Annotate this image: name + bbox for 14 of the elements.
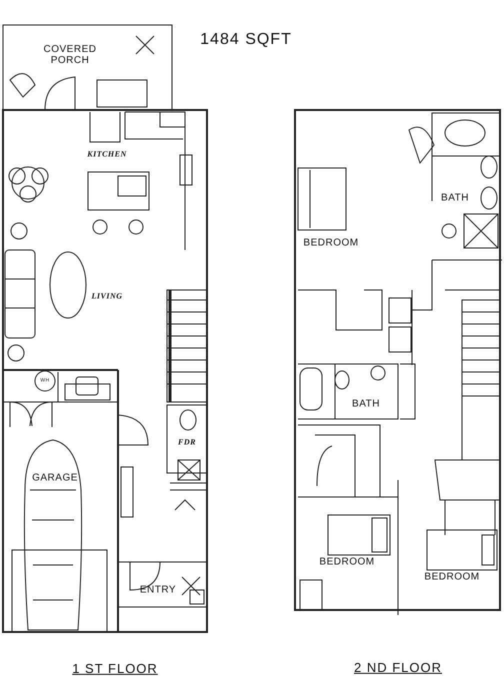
room-label: BATH [441, 192, 469, 204]
room-label: BEDROOM [303, 238, 359, 248]
room-label: COVERED PORCH [42, 44, 98, 66]
room-label: ENTRY [140, 584, 176, 596]
room-label: BATH [352, 398, 380, 410]
room-label: GARAGE [32, 472, 78, 484]
plan-title: 1484 SQFT [200, 31, 292, 49]
room-label: BEDROOM [319, 556, 375, 568]
room-label: KITCHEN [87, 150, 127, 160]
room-label: LIVING [92, 292, 122, 302]
room-label: FDR [178, 438, 196, 448]
floor-label: 1 ST FLOOR [72, 662, 158, 676]
room-label: BEDROOM [424, 572, 480, 582]
floor-label: 2 ND FLOOR [354, 660, 442, 676]
